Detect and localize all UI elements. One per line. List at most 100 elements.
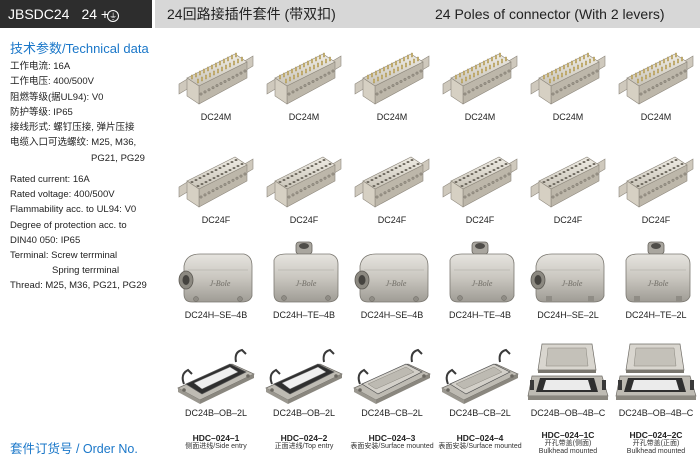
hood-top-entry-image: J-Bole	[449, 241, 515, 303]
order-code: HDC–024–1	[192, 433, 240, 443]
hood-side-entry-image: J-Bole	[178, 253, 253, 303]
product-label: DC24M	[288, 112, 320, 122]
order-code: HDC–024–3	[368, 433, 416, 443]
product-cell: DC24F	[172, 138, 260, 225]
order-item: HDC–024–4 表面安装/Surface mounted	[436, 433, 524, 451]
product-label: DC24H–TE–2L	[625, 310, 687, 320]
product-cell: J-Bole DC24H–SE–2L	[524, 236, 612, 320]
product-label: DC24H–SE–4B	[360, 310, 424, 320]
order-desc: 开孔带盖(正面)	[632, 440, 680, 447]
product-label: DC24F	[289, 215, 319, 225]
product-label: DC24F	[377, 215, 407, 225]
order-desc: 侧面进线/Side entry	[185, 443, 247, 450]
product-cell: J-Bole DC24H–TE–4B	[260, 236, 348, 320]
base-open-image	[265, 348, 343, 404]
product-label: DC24M	[552, 112, 584, 122]
product-cell: DC24B–OB–4B–C	[612, 338, 700, 418]
order-code: HDC–024–1C	[541, 430, 595, 440]
insert-image	[618, 52, 694, 105]
order-desc: Bulkhead mounted	[626, 448, 686, 455]
insert-image	[354, 156, 430, 208]
tech-line: Flammability acc. to UL94: V0	[10, 204, 137, 216]
product-cell: DC24B–CB–2L	[436, 338, 524, 418]
product-cell: DC24F	[436, 138, 524, 225]
tech-line: 接线形式: 螺钉压接, 弹片压接	[10, 122, 135, 134]
order-desc: 开孔带盖(侧面)	[544, 440, 592, 447]
insert-image	[178, 52, 254, 105]
order-title: 套件订货号 / Order No.	[10, 442, 138, 456]
hood-side-entry-image: J-Bole	[354, 253, 429, 303]
product-label: DC24M	[376, 112, 408, 122]
order-desc: Bulkhead mounted	[538, 448, 598, 455]
order-code: HDC–024–4	[456, 433, 504, 443]
product-label: DC24B–OB–2L	[184, 408, 248, 418]
model-badge: JBSDC24 24 +⏚	[0, 0, 152, 28]
product-cell: DC24B–OB–2L	[172, 338, 260, 418]
svg-text:J-Bole: J-Bole	[648, 279, 669, 288]
tech-list-cn: 工作电流: 16A 工作电压: 400/500V 阻燃等级(据UL94): V0…	[10, 59, 162, 166]
product-cell: DC24M	[348, 38, 436, 122]
poles-count: 24 +⏚	[81, 5, 120, 23]
tech-title: 技术参数/Technical data	[10, 41, 149, 56]
tech-line: Terminal: Screw terrminal	[10, 250, 118, 262]
insert-image	[442, 156, 518, 208]
order-item: HDC–024–2C 开孔带盖(正面) Bulkhead mounted	[612, 430, 700, 456]
tech-line: Rated voltage: 400/500V	[10, 189, 115, 201]
product-label: DC24F	[201, 215, 231, 225]
tech-line: Rated current: 16A	[10, 174, 90, 185]
base-closed-image	[353, 348, 431, 404]
order-item: HDC–024–2 正面进线/Top entry	[260, 433, 348, 451]
product-label: DC24H–SE–4B	[184, 310, 248, 320]
tech-line: 防护等级: IP65	[10, 106, 73, 118]
order-desc: 表面安装/Surface mounted	[438, 443, 522, 450]
base-cover-image	[615, 343, 697, 400]
title-cn: 24回路接插件套件 (带双扣)	[155, 0, 405, 28]
svg-text:J-Bole: J-Bole	[472, 279, 493, 288]
tech-line: Degree of protection acc. to	[10, 219, 127, 231]
insert-image	[442, 52, 518, 105]
insert-image	[618, 156, 694, 208]
svg-text:J-Bole: J-Bole	[296, 279, 317, 288]
base-cover-image	[527, 343, 609, 400]
product-cell: DC24B–OB–2L	[260, 338, 348, 418]
product-cell: J-Bole DC24H–TE–2L	[612, 236, 700, 320]
product-label: DC24H–SE–2L	[537, 310, 599, 320]
product-label: DC24M	[200, 112, 232, 122]
product-cell: DC24B–CB–2L	[348, 338, 436, 418]
product-cell: J-Bole DC24H–SE–4B	[172, 236, 260, 320]
tech-line: Spring terrminal	[52, 265, 120, 277]
product-cell: DC24F	[524, 138, 612, 225]
tech-line: Thread: M25, M36, PG21, PG29	[10, 280, 147, 292]
product-label: DC24F	[641, 215, 671, 225]
product-cell: DC24M	[436, 38, 524, 122]
order-item: HDC–024–1C 开孔带盖(侧面) Bulkhead mounted	[524, 430, 612, 456]
order-item: HDC–024–3 表面安装/Surface mounted	[348, 433, 436, 451]
product-label: DC24F	[553, 215, 583, 225]
base-closed-image	[441, 348, 519, 404]
base-open-image	[177, 348, 255, 404]
product-cell: J-Bole DC24H–TE–4B	[436, 236, 524, 320]
order-code: HDC–024–2	[280, 433, 328, 443]
hood-side-entry-image: J-Bole	[530, 253, 605, 303]
product-label: DC24M	[464, 112, 496, 122]
tech-line: 工作电流: 16A	[10, 61, 71, 72]
product-cell: DC24F	[612, 138, 700, 225]
model-code: JBSDC24	[8, 6, 70, 22]
hood-top-entry-image: J-Bole	[625, 241, 691, 303]
product-label: DC24B–CB–2L	[449, 408, 511, 418]
insert-image	[266, 52, 342, 105]
product-label: DC24F	[465, 215, 495, 225]
order-desc: 正面进线/Top entry	[274, 443, 334, 450]
svg-text:J-Bole: J-Bole	[562, 279, 583, 288]
product-label: DC24M	[640, 112, 672, 122]
insert-image	[178, 156, 254, 208]
product-label: DC24B–OB–4B–C	[618, 408, 694, 418]
tech-list-en: Rated current: 16A Rated voltage: 400/50…	[10, 172, 170, 294]
product-cell: DC24F	[348, 138, 436, 225]
product-cell: DC24M	[260, 38, 348, 122]
product-cell: J-Bole DC24H–SE–4B	[348, 236, 436, 320]
insert-image	[266, 156, 342, 208]
svg-text:J-Bole: J-Bole	[210, 279, 231, 288]
tech-line: DIN40 050: IP65	[10, 234, 81, 246]
insert-image	[530, 52, 606, 105]
